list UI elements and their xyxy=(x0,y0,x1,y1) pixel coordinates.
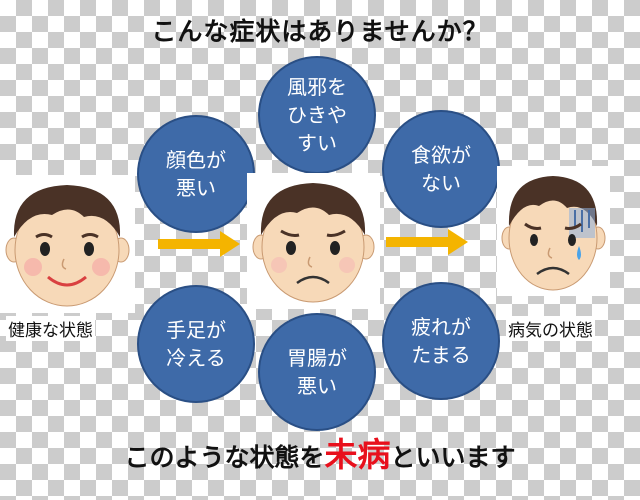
symptom-bubble-cold-limbs: 手足が 冷える xyxy=(137,285,255,403)
symptom-bubble-face-color: 顔色が 悪い xyxy=(137,115,255,233)
symptom-bubble-appetite: 食欲が ない xyxy=(382,110,500,228)
sick-face-icon xyxy=(501,176,606,291)
arrow-right-icon xyxy=(158,231,240,257)
symptom-bubble-cold: 風邪を ひきや すい xyxy=(258,56,376,174)
worried-face-icon xyxy=(252,183,375,303)
conclusion-after: といいます xyxy=(390,443,516,472)
conclusion-emphasis: 未病 xyxy=(324,435,391,474)
sick-face-illustration xyxy=(497,166,610,296)
page-title: こんな症状はありませんか？ xyxy=(151,17,489,46)
healthy-state-label: 健康な状態 xyxy=(6,316,95,341)
conclusion-text: このような状態を未病といいます xyxy=(0,428,640,476)
symptom-bubble-fatigue: 疲れが たまる xyxy=(382,282,500,400)
symptom-bubble-stomach: 胃腸が 悪い xyxy=(258,313,376,431)
smiling-face-icon xyxy=(5,185,130,307)
unwell-face-illustration xyxy=(247,173,380,309)
healthy-face-illustration xyxy=(0,175,135,313)
conclusion-before: このような状態を xyxy=(124,443,325,472)
sick-state-label: 病気の状態 xyxy=(506,316,595,341)
arrow-right-icon xyxy=(386,229,468,255)
